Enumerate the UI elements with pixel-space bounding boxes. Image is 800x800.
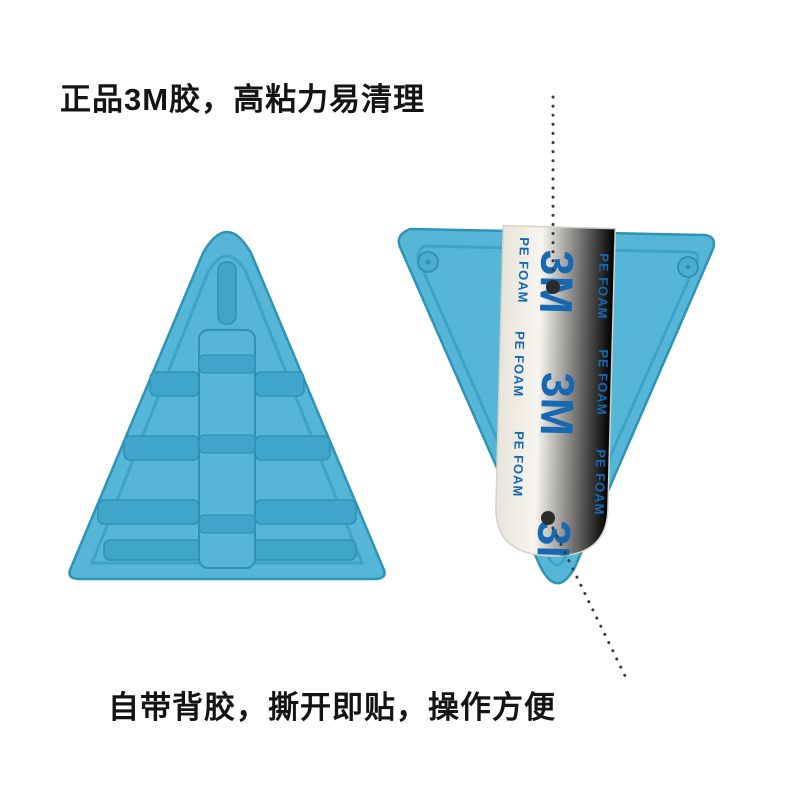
tape-material-text: PE FOAM bbox=[592, 449, 609, 516]
left-corner-lock bbox=[68, 231, 386, 581]
left-lock-hinge-column bbox=[198, 329, 256, 569]
screw-boss-left bbox=[417, 251, 439, 273]
tape-material-text: PE FOAM bbox=[510, 431, 527, 498]
top-caption: 正品3M胶，高粘力易清理 bbox=[60, 82, 426, 117]
right-lock-inner-rim bbox=[416, 244, 700, 567]
tape-liner bbox=[495, 224, 617, 557]
callout-leaders bbox=[551, 95, 629, 682]
tape-material-text: PE FOAM bbox=[515, 237, 532, 304]
callout-dot-bottom bbox=[541, 511, 555, 525]
screw-boss-right bbox=[677, 256, 699, 278]
left-lock-inner-rim bbox=[89, 254, 365, 565]
right-corner-lock: 3M 3M 3M PE FOAM PE FOAM PE FOAM PE FOAM… bbox=[397, 224, 716, 585]
adhesive-tape: 3M 3M 3M PE FOAM PE FOAM PE FOAM PE FOAM… bbox=[495, 224, 617, 584]
tape-material-text: PE FOAM bbox=[595, 253, 612, 320]
callout-dot-top bbox=[546, 280, 560, 294]
tape-material-text: PE FOAM bbox=[594, 349, 611, 416]
tape-material-text: PE FOAM bbox=[511, 331, 528, 398]
bottom-caption: 自带背胶，撕开即贴，操作方便 bbox=[108, 690, 556, 725]
tape-brand-text: 3M bbox=[531, 371, 585, 436]
tape-brand-text: 3M bbox=[527, 519, 581, 584]
callout-line-bottom bbox=[551, 526, 629, 682]
